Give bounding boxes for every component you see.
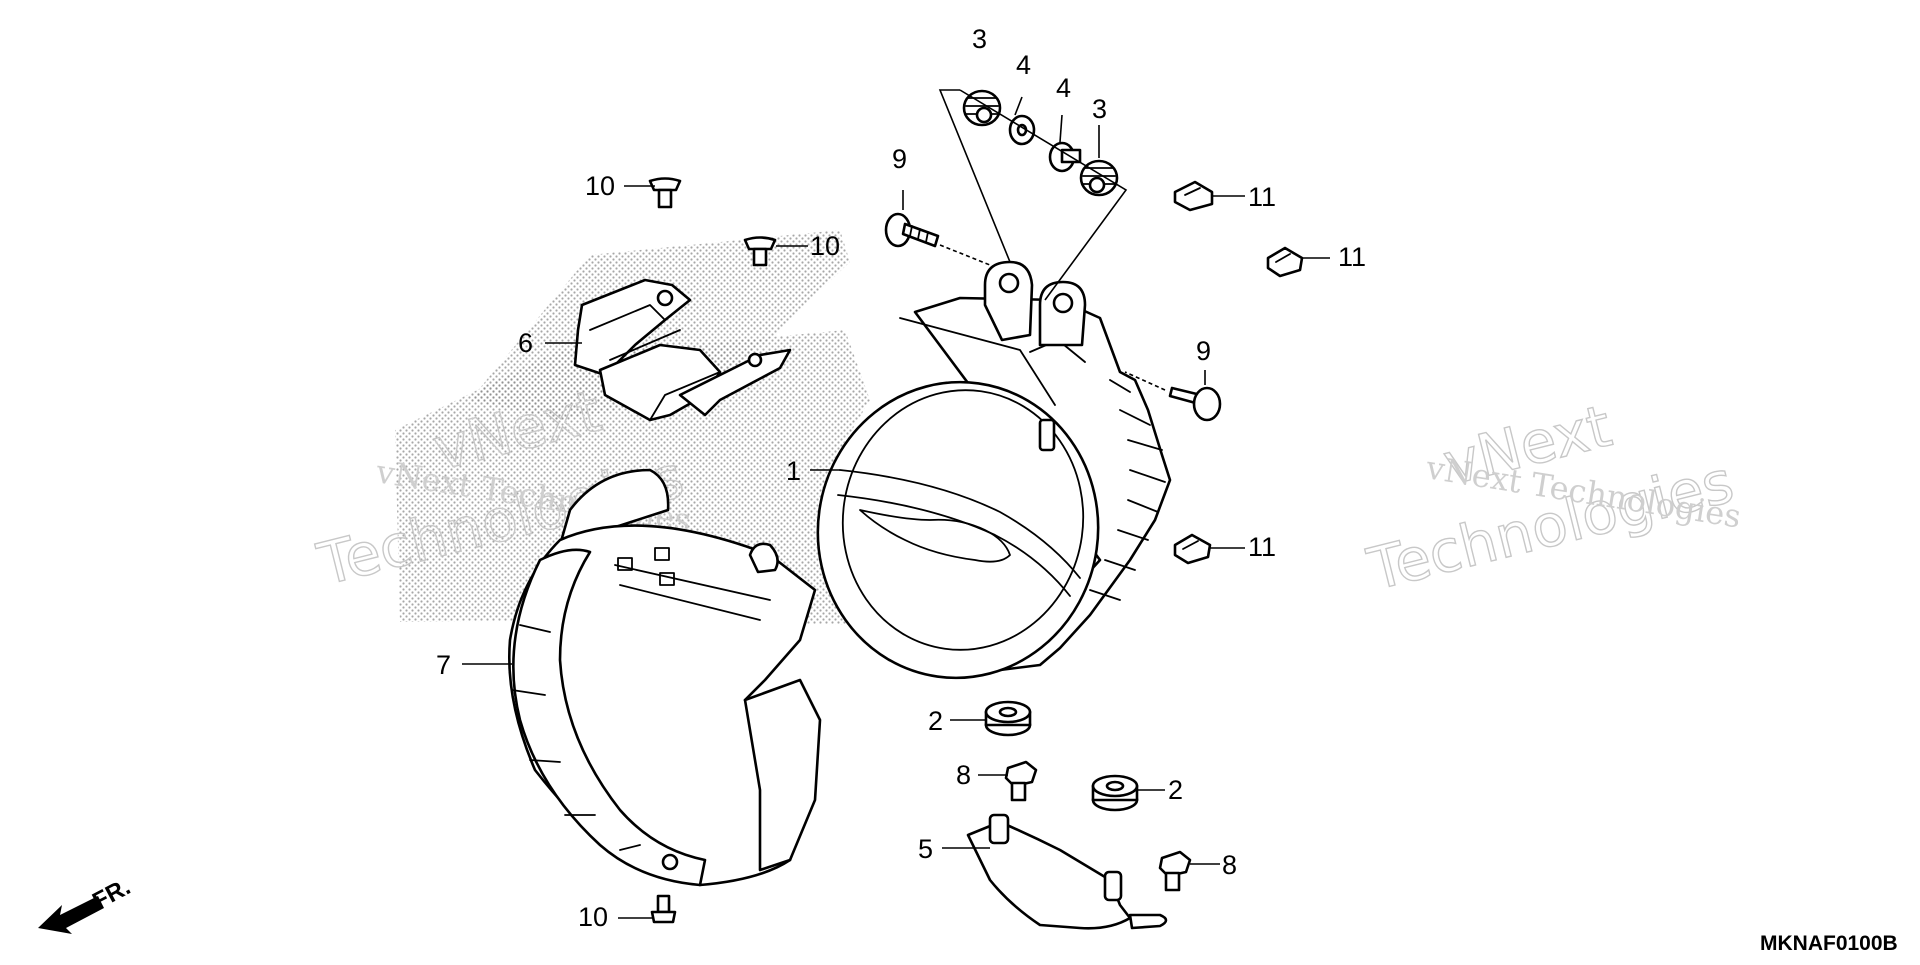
part-clip-3[interactable]	[1173, 533, 1212, 565]
front-direction-arrow-icon	[38, 896, 104, 934]
callout-2: 2	[928, 706, 943, 736]
watermark-right: vNext Technologies vNext Technologies	[1360, 391, 1743, 605]
callout-1: 1	[786, 456, 801, 486]
part-upper-stay[interactable]	[573, 278, 792, 422]
leader-lines	[462, 89, 1330, 919]
part-bolt-upper[interactable]	[1004, 760, 1038, 802]
callout-2: 2	[1168, 775, 1183, 805]
callout-8: 8	[956, 760, 971, 790]
diagram-code: MKNAF0100B	[1760, 932, 1898, 955]
callout-6: 6	[518, 328, 533, 358]
callout-9: 9	[1196, 336, 1211, 366]
part-grommet-upper[interactable]	[984, 700, 1032, 737]
callout-5: 5	[918, 834, 933, 864]
callout-9: 9	[892, 144, 907, 174]
callout-3: 3	[972, 24, 987, 54]
part-screw-middle[interactable]	[743, 236, 777, 267]
part-headlight-unit[interactable]	[799, 260, 1172, 696]
callout-3: 3	[1092, 94, 1107, 124]
callout-11: 11	[1248, 532, 1276, 562]
part-headlight-case[interactable]	[508, 468, 822, 887]
part-clip-1[interactable]	[1173, 180, 1214, 212]
part-clip-2[interactable]	[1266, 246, 1304, 278]
callout-10: 10	[578, 902, 608, 932]
part-flange-bolt-right[interactable]	[1168, 386, 1222, 422]
part-grommet-lower[interactable]	[1091, 774, 1139, 812]
callout-11: 11	[1338, 242, 1366, 272]
callout-labels: 3 4 4 3 9 9 10 10 10 11 11 11 6 1 7 2 2 …	[436, 24, 1366, 932]
callout-4: 4	[1056, 73, 1071, 103]
front-direction-marker: FR.	[38, 873, 135, 934]
callout-10: 10	[810, 231, 840, 261]
callout-10: 10	[585, 171, 615, 201]
part-bolt-lower[interactable]	[1158, 850, 1192, 892]
part-damper-left[interactable]	[962, 89, 1002, 127]
part-screw-bottom[interactable]	[650, 894, 677, 924]
part-flange-bolt-upper[interactable]	[884, 212, 940, 248]
callout-7: 7	[436, 650, 451, 680]
callout-8: 8	[1222, 850, 1237, 880]
part-lower-stay[interactable]	[966, 813, 1168, 930]
callout-11: 11	[1248, 182, 1276, 212]
part-collar-right[interactable]	[1048, 141, 1082, 173]
callout-4: 4	[1016, 50, 1031, 80]
part-collar-left[interactable]	[1008, 114, 1036, 146]
part-screw-upper[interactable]	[648, 177, 682, 209]
